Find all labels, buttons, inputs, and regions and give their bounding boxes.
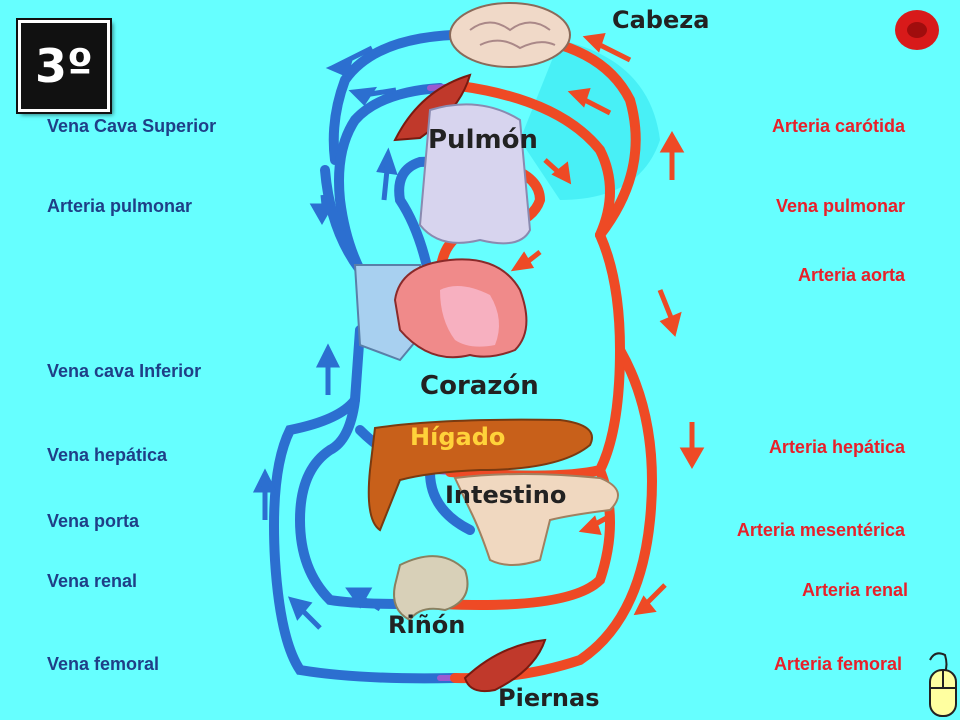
label-vena-renal: Vena renal (47, 571, 138, 591)
label-arteria-mesenterica: Arteria mesentérica (736, 520, 905, 540)
label-vena-femoral: Vena femoral (47, 654, 160, 674)
vein-flow-arrows (252, 45, 398, 630)
label-vena-pulmonar: Vena pulmonar (775, 196, 905, 216)
artery-flow-arrows (510, 32, 705, 616)
label-vena-hepatica: Vena hepática (47, 445, 168, 465)
brain-icon (449, 2, 571, 68)
organ-label-liver: Hígado (410, 423, 505, 451)
organ-label-lung: Pulmón (428, 125, 538, 155)
label-vena-cava-inferior: Vena cava Inferior (47, 361, 202, 381)
label-vena-cava-superior: Vena Cava Superior (47, 116, 217, 136)
organ-label-intestine: Intestino (445, 481, 566, 509)
leg-muscle-icon (463, 638, 547, 693)
label-arteria-femoral: Arteria femoral (773, 654, 902, 674)
kidney-icon (393, 555, 469, 622)
liver-icon (367, 418, 593, 532)
label-vena-porta: Vena porta (47, 511, 140, 531)
lung-icon (418, 103, 532, 245)
label-arteria-pulmonar: Arteria pulmonar (47, 196, 193, 216)
label-arteria-aorta: Arteria aorta (797, 265, 905, 285)
organ-label-legs: Piernas (498, 684, 600, 712)
intestine-icon (453, 473, 619, 566)
organ-label-head: Cabeza (612, 6, 709, 34)
mouse-icon[interactable] (929, 652, 957, 717)
label-arteria-renal: Arteria renal (801, 580, 908, 600)
label-arteria-hepatica: Arteria hepática (768, 437, 905, 457)
organ-label-heart: Corazón (420, 371, 539, 401)
label-arteria-carotida: Arteria carótida (771, 116, 905, 136)
heart-icon (353, 258, 528, 362)
organ-label-kidney: Riñón (388, 611, 465, 639)
red-blood-cell-icon (895, 10, 939, 50)
slide-number-badge: 3º (18, 20, 110, 112)
